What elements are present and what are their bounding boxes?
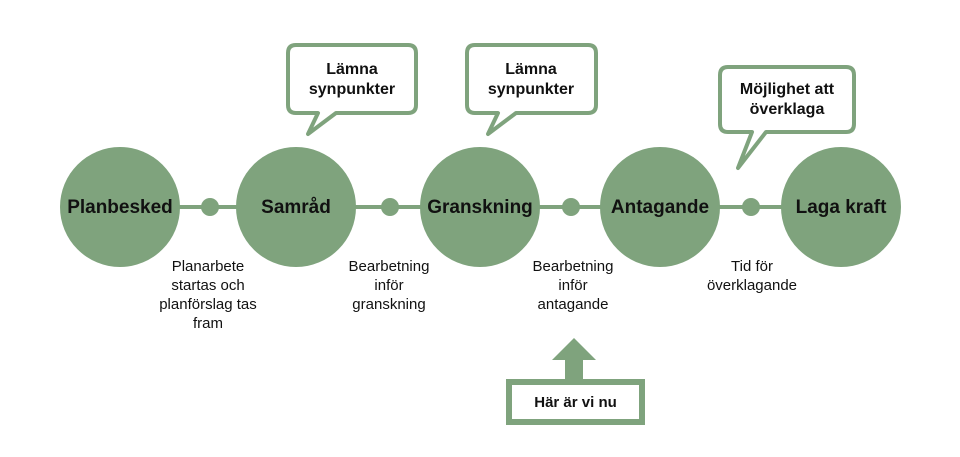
bubble-line: Lämna [326,61,378,78]
bubble-line: synpunkter [309,81,395,98]
transition-dot [201,198,219,216]
transition-dot [381,198,399,216]
current-position-box [506,379,645,425]
description-line: Planarbete [172,258,245,275]
stage-label: Planbesked [67,197,173,218]
description-line: överklagande [707,277,797,294]
speech-bubble-samrad: Lämna synpunkter [286,43,418,136]
description-line: fram [193,315,223,332]
description-line: startas och [171,277,244,294]
stage-planbesked: Planbesked [60,147,180,267]
transition-description-1: Planarbete startas och planförslag tas f… [159,258,257,332]
transition-dot [742,198,760,216]
bubble-line: överklaga [750,101,825,118]
description-line: Bearbetning [533,258,614,275]
bubble-line: synpunkter [488,81,574,98]
transition-description-2: Bearbetning inför granskning [349,258,430,313]
transition-dot [562,198,580,216]
stage-granskning: Granskning [420,147,540,267]
current-position-label: Här är vi nu [534,394,617,411]
stage-samrad: Samråd [236,147,356,267]
stage-label: Samråd [261,197,331,218]
stage-antagande: Antagande [600,147,720,267]
speech-bubble-granskning: Lämna synpunkter [465,43,598,136]
stage-label: Granskning [427,197,533,218]
description-line: antagande [538,296,609,313]
description-line: Tid för [731,258,773,275]
bubble-line: Möjlighet att [740,81,835,98]
speech-bubble-laga-kraft: Möjlighet att överklaga [718,65,856,170]
up-arrow-icon [552,338,596,382]
bubble-line: Lämna [505,61,557,78]
description-line: inför [558,277,587,294]
stage-label: Laga kraft [796,197,887,218]
description-line: Bearbetning [349,258,430,275]
description-line: inför [374,277,403,294]
description-line: granskning [352,296,425,313]
stage-label: Antagande [611,197,709,218]
current-position-marker: Här är vi nu [506,338,645,425]
description-line: planförslag tas [159,296,257,313]
transition-description-4: Tid för överklagande [707,258,797,294]
transition-description-3: Bearbetning inför antagande [533,258,614,313]
stage-laga-kraft: Laga kraft [781,147,901,267]
